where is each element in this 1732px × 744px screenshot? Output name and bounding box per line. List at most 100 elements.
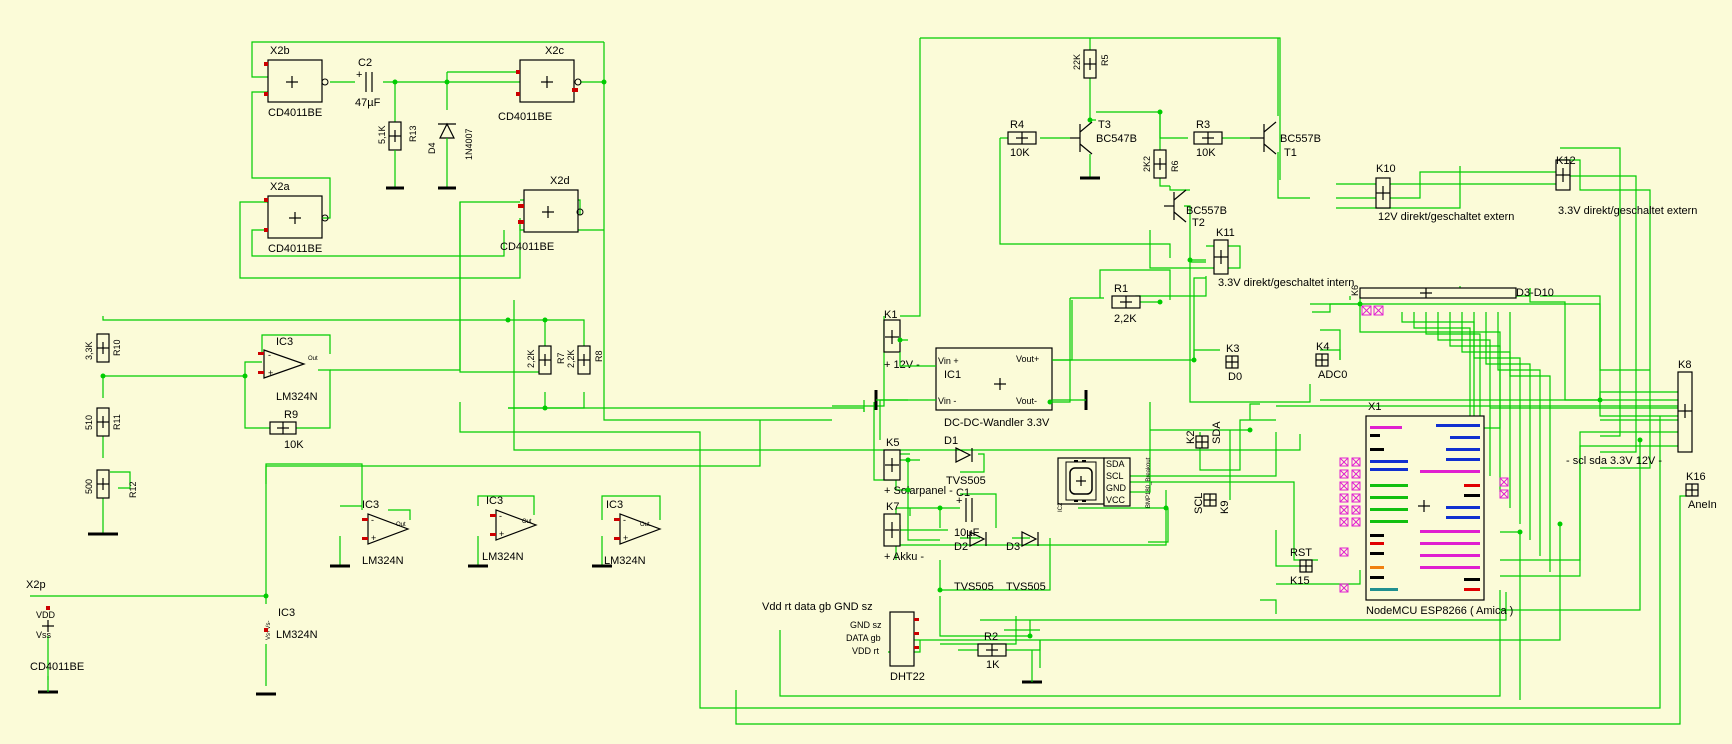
r7-name: R7 [556,352,566,364]
x2d-name: X2d [550,175,570,187]
ic3-main-name: IC3 [276,336,293,348]
ic3-a-name: IC3 [362,499,379,511]
connector-k2: K2 SDA [1185,421,1223,449]
d3-value: TVS505 [1006,581,1046,593]
opamp-plus: + [268,368,273,378]
connector-k15: RST K15 [1290,547,1313,587]
tvs-diode-d3: D3 TVS505 [1006,531,1046,593]
r12-value: 500 [84,479,94,494]
t2-name: T2 [1192,217,1205,229]
x2d-type: CD4011BE [500,241,554,253]
c2-name: C2 [358,57,372,69]
c1-value: 10µF [954,527,980,539]
d4-value: 1N4007 [464,128,474,160]
resistor-r5: 22K R5 [1072,49,1110,79]
ic3-main-type: LM324N [276,391,318,403]
r1-value: 2,2K [1114,313,1137,325]
opamp-out: Out [522,519,532,525]
k8-desc: - scl sda 3.3V 12V - [1566,455,1662,467]
ic3-a-type: LM324N [362,555,404,567]
dcdc-converter-ic1: Vin + Vin - Vout+ Vout- IC1 DC-DC-Wandle… [874,300,1088,429]
ic1-vout-plus: Vout+ [1016,354,1039,364]
t1-type: BC557B [1280,133,1321,145]
diode-d4: D4 1N4007 [427,122,474,190]
dht-gnd: GND sz [850,620,882,630]
gate-x2b: X2b CD4011BE [264,45,329,119]
ic2-name: IC2 [1058,502,1064,512]
nodemcu-x1: X1 NodeMCU ESP8266 ( Amica ) [1339,401,1513,617]
resistor-r6: 2K2 R6 [1142,149,1180,179]
x2a-type: CD4011BE [268,243,322,255]
t3-type: BC547B [1096,133,1137,145]
r6-value: 2K2 [1142,156,1152,172]
k5-name: K5 [886,437,899,449]
ic2-scl: SCL [1106,471,1124,481]
k15-name: K15 [1290,575,1310,587]
c1-plus: + [956,495,962,507]
r3-value: 10K [1196,147,1216,159]
d2-value: TVS505 [954,581,994,593]
x1-name: X1 [1368,401,1381,413]
opamp-ic3-a: - + Out IC3 LM324N [330,499,410,568]
opamp-plus: + [371,533,376,543]
k11-name: K11 [1216,227,1235,239]
d3-name: D3 [1006,541,1020,553]
r5-value: 22K [1072,54,1082,70]
k16-desc: AneIn [1688,499,1717,511]
connector-k11: K11 3.3V direkt/geschaltet intern [1213,227,1354,289]
connector-k1: K1 + 12V - [883,309,920,371]
resistor-r13: 5,1K R13 [377,121,418,190]
k6-name: K6 [1350,285,1360,296]
d1-value: TVS505 [946,475,986,487]
resistor-r8: 2,2K R8 [566,345,604,375]
gate-x2d: X2d CD4011BE [500,175,584,253]
r3-name: R3 [1196,119,1210,131]
r2-name: R2 [984,631,998,643]
k7-desc: + Akku - [884,551,924,563]
gate-x2c: X2c CD4011BE [498,45,582,123]
k8-name: K8 [1678,359,1691,371]
r9-value: 10K [284,439,304,451]
r7-value: 2,2K [526,349,536,368]
potentiometer-r12: 500 R12 [84,469,138,536]
x2p-vdd: VDD [36,610,56,620]
rst-label: RST [1290,547,1312,559]
connector-k5: K5 + Solarpanel - [883,437,953,497]
ic3-p-type: LM324N [276,629,318,641]
t2-type: BC557B [1186,205,1227,217]
c2-value: 47µF [355,97,381,109]
r1-name: R1 [1114,283,1128,295]
sensor-dht22: Vdd rt data gb GND sz GND sz DATA gb VDD… [762,601,925,683]
x2c-type: CD4011BE [498,111,552,123]
ic1-vin-minus: Vin - [938,396,956,406]
d4-name: D4 [427,142,437,154]
k4-name: K4 [1316,341,1329,353]
ic3-p-name: IC3 [278,607,295,619]
d2-name: D2 [954,541,968,553]
transistor-t1: BC557B T1 [1250,121,1321,159]
r8-value: 2,2K [566,349,576,368]
connector-k4: K4 ADC0 [1315,341,1347,381]
opamp-plus: + [499,529,504,539]
connector-k3: K3 D0 [1225,343,1242,383]
k1-name: K1 [884,309,897,321]
resistor-r1: R1 2,2K [1111,283,1141,325]
connector-k8: K8 - scl sda 3.3V 12V - [1566,359,1693,467]
d1-name: D1 [944,435,958,447]
x2a-name: X2a [270,181,290,193]
k3-desc: D0 [1228,371,1242,383]
ic2-vcc: VCC [1106,495,1126,505]
ic3-c-type: LM324N [604,555,646,567]
transistor-t3: T3 BC547B [1070,119,1137,180]
junctions [100,79,1643,639]
resistor-r10: 3,3K R10 [84,333,122,363]
x2p-type: CD4011BE [30,661,84,673]
k7-name: K7 [886,501,899,513]
ic3-b-name: IC3 [486,495,503,507]
c2-plus: + [356,69,362,81]
opamp-minus: - [268,350,271,360]
ic2-gnd: GND [1106,483,1127,493]
k9-desc: SCL [1193,493,1205,514]
k12-desc: 3.3V direkt/geschaltet extern [1558,205,1697,217]
